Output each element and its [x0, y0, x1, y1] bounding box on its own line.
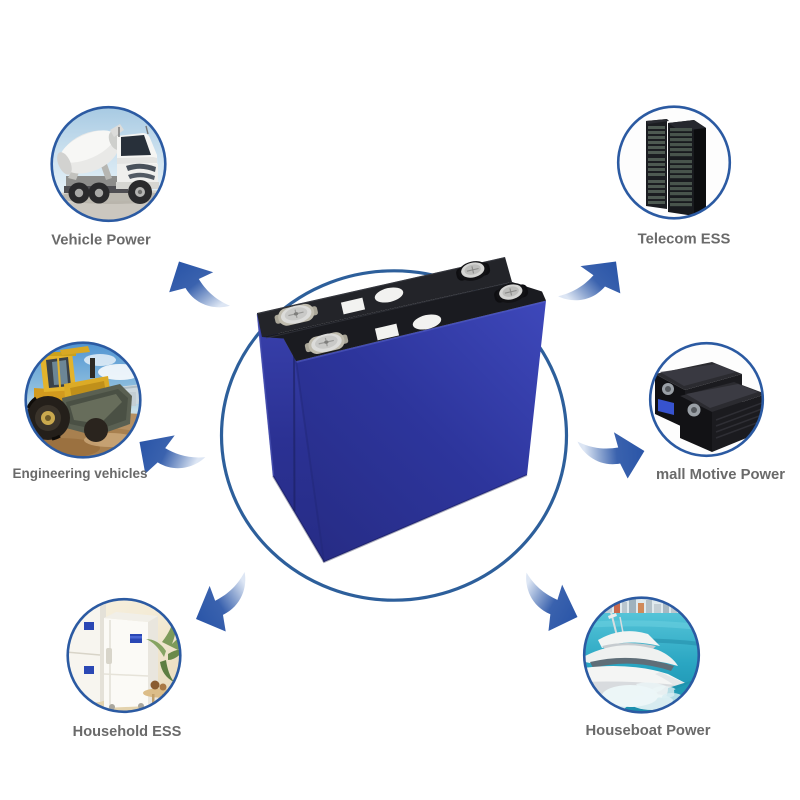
svg-text:Engineering vehicles: Engineering vehicles [12, 466, 147, 481]
svg-text:Telecom ESS: Telecom ESS [638, 232, 731, 248]
svg-text:Houseboat Power: Houseboat Power [586, 723, 711, 739]
svg-text:mall Motive Power: mall Motive Power [656, 467, 785, 483]
svg-text:Vehicle Power: Vehicle Power [51, 233, 151, 249]
svg-text:Household ESS: Household ESS [73, 724, 182, 740]
